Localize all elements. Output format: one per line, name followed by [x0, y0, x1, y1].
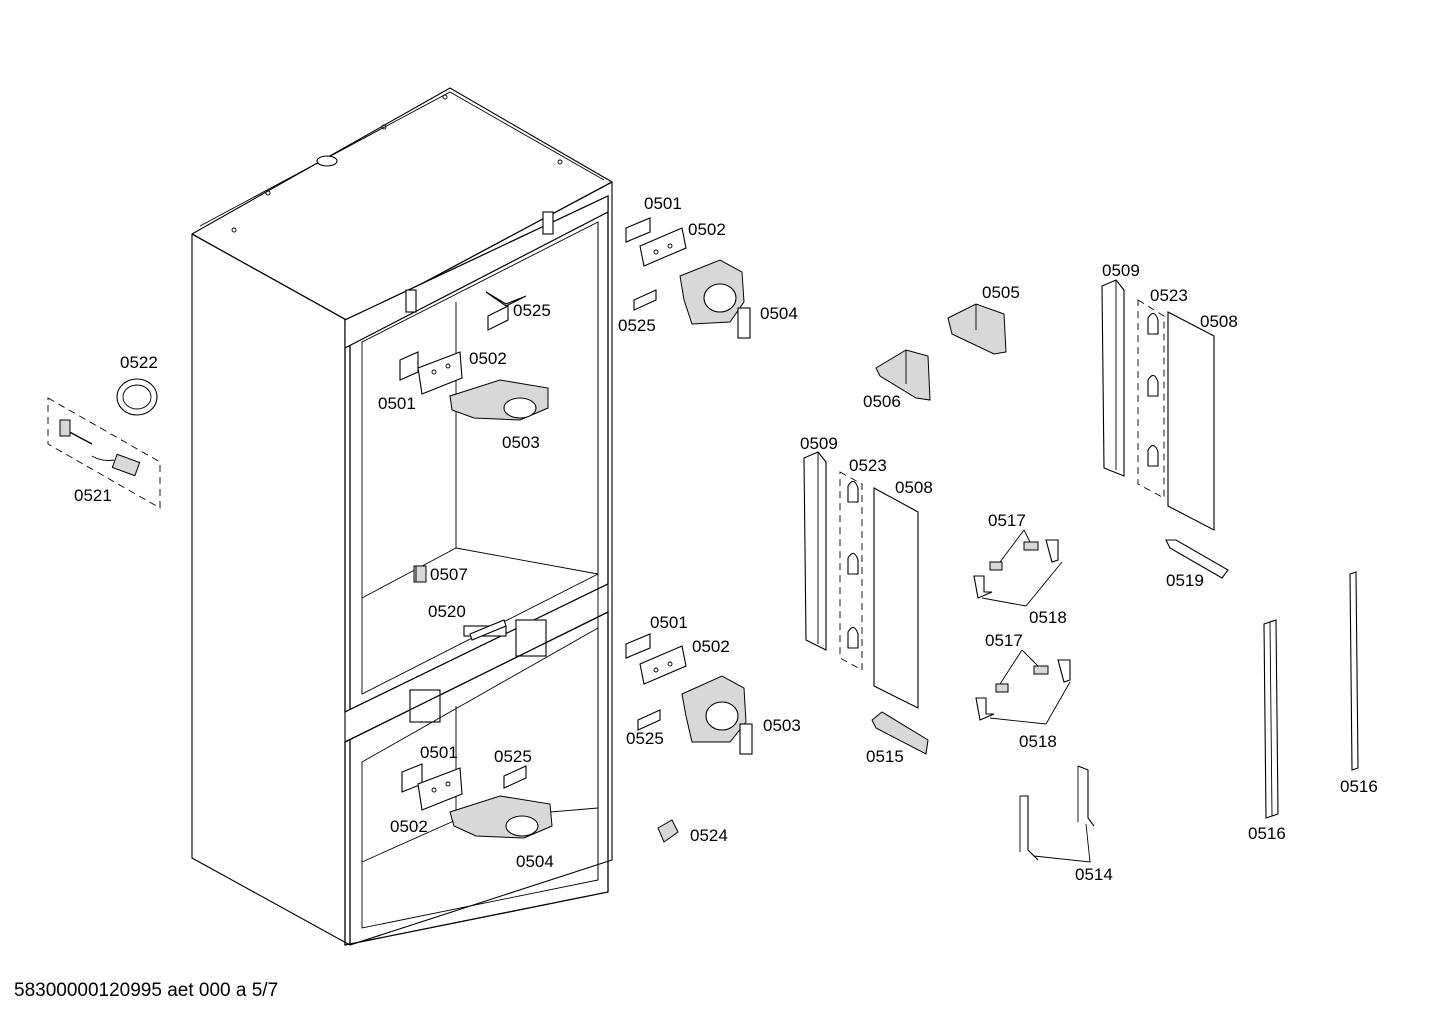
label-0506: 0506 — [863, 392, 901, 411]
label-0515: 0515 — [866, 747, 904, 766]
light-assembly — [47, 378, 161, 509]
label-0505: 0505 — [982, 283, 1020, 302]
label-0517: 0517 — [988, 511, 1026, 530]
label-0521: 0521 — [74, 486, 112, 505]
label-0519: 0519 — [1166, 571, 1204, 590]
label-0514: 0514 — [1075, 865, 1113, 884]
door-panels-middle — [803, 451, 929, 755]
hinge-set-upper-left — [399, 291, 549, 421]
part-0505-0506 — [875, 303, 1007, 401]
brackets-0517-0518 — [973, 529, 1071, 725]
label-0509: 0509 — [1102, 261, 1140, 280]
part-0507-icon — [415, 565, 427, 583]
label-0522: 0522 — [120, 353, 158, 372]
part-0524 — [657, 819, 679, 843]
label-0501: 0501 — [650, 613, 688, 632]
label-0503: 0503 — [502, 433, 540, 452]
refrigerator-cabinet — [191, 87, 613, 946]
label-0502: 0502 — [469, 349, 507, 368]
label-0502: 0502 — [692, 637, 730, 656]
label-0503: 0503 — [763, 716, 801, 735]
part-labels: 0501 0502 0525 0504 0525 0502 0501 0503 … — [74, 194, 1378, 884]
label-0525: 0525 — [513, 301, 551, 320]
label-0504: 0504 — [760, 304, 798, 323]
hinge-set-upper-right — [625, 217, 751, 339]
label-0523: 0523 — [1150, 286, 1188, 305]
hinge-set-lower-left — [401, 763, 553, 839]
hinge-set-middle-right — [625, 633, 753, 755]
document-id: 58300000120995 aet 000 a 5/7 — [14, 980, 279, 1001]
label-0508: 0508 — [895, 478, 933, 497]
label-0509: 0509 — [800, 434, 838, 453]
label-0520: 0520 — [428, 602, 466, 621]
label-0516: 0516 — [1340, 777, 1378, 796]
label-0524: 0524 — [690, 826, 728, 845]
label-0501: 0501 — [378, 394, 416, 413]
label-0504: 0504 — [516, 852, 554, 871]
door-panels-upper-right — [1101, 279, 1229, 579]
label-0501: 0501 — [420, 743, 458, 762]
label-0518: 0518 — [1029, 608, 1067, 627]
label-0525: 0525 — [618, 316, 656, 335]
label-0508: 0508 — [1200, 312, 1238, 331]
strips-0516 — [1263, 571, 1359, 819]
label-0516: 0516 — [1248, 824, 1286, 843]
label-0518: 0518 — [1019, 732, 1057, 751]
brackets-0514 — [1019, 765, 1095, 863]
label-0525: 0525 — [626, 729, 664, 748]
label-0523: 0523 — [849, 456, 887, 475]
label-0507: 0507 — [430, 565, 468, 584]
label-0517: 0517 — [985, 631, 1023, 650]
label-0502: 0502 — [688, 220, 726, 239]
label-0502: 0502 — [390, 817, 428, 836]
label-0525: 0525 — [494, 747, 532, 766]
label-0501: 0501 — [644, 194, 682, 213]
